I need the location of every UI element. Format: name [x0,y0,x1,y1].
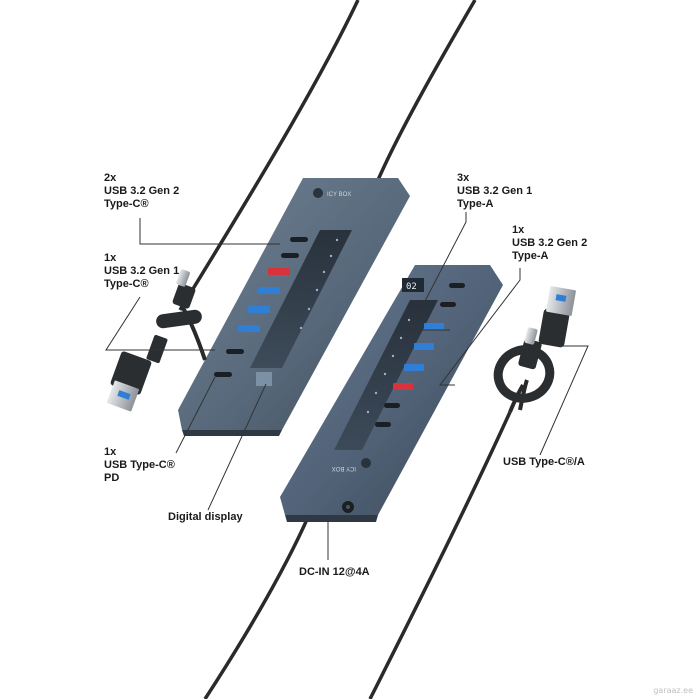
brand-text-right: ICY BOX [332,465,356,471]
digital-display-right [402,278,424,292]
callout-line2: Type-C® [104,278,149,290]
port-usba-red [268,268,290,275]
digital-display-left [256,372,272,386]
port-right-usbc-4 [375,422,391,427]
callout-count: 1x [104,446,117,458]
callout-count: 1x [104,252,117,264]
callout-usb-c-a-cable: USB Type-C®/A [503,456,585,469]
port-right-usbc-2 [440,302,456,307]
port-right-usba-blue-3 [404,364,424,371]
callout-count: 1x [512,224,525,236]
brand-text-left: ICY BOX [327,192,351,198]
callout-usba-gen2: 1x USB 3.2 Gen 2 Type-A [512,224,587,263]
port-usbc-3 [226,349,244,354]
port-usba-blue-2 [248,306,270,313]
brand-logo-left [313,188,323,198]
watermark: garaaz.ee [653,686,693,695]
callout-usba-gen1: 3x USB 3.2 Gen 1 Type-A [457,172,532,211]
port-right-usba-blue-1 [424,323,444,330]
callout-line1: USB Type-C® [104,459,175,471]
port-right-usbc-1 [449,283,465,288]
callout-line1: USB 3.2 Gen 2 [104,185,180,197]
callout-line2: Type-A [512,250,549,262]
port-right-usba-blue-2 [414,343,434,350]
port-right-usba-red [393,383,413,390]
callout-line2: Type-C® [104,198,149,210]
callout-line1: USB 3.2 Gen 1 [457,185,533,197]
callout-line2: PD [104,472,120,484]
callout-text: USB Type-C®/A [503,456,585,468]
callout-usbc-pd: 1x USB Type-C® PD [104,446,175,485]
callout-line1: USB 3.2 Gen 2 [512,237,588,249]
callout-text: Digital display [168,511,243,523]
port-usbc-2 [281,253,299,258]
power-cables [203,411,512,699]
display-reading: 02 [406,282,417,292]
top-cables [178,0,477,311]
hub-left: ICY BOX [178,178,410,436]
hub-right: 02 ICY BOX [280,265,503,522]
callout-text: DC-IN 12@4A [299,566,370,578]
port-usbc-pd [214,372,232,377]
callout-usbc-gen1: 1x USB 3.2 Gen 1 Type-C® [104,252,179,291]
left-adapter [106,269,207,412]
right-adapter [493,286,576,413]
leader-lines [105,212,589,560]
callout-digital-display: Digital display [168,511,243,524]
callout-line2: Type-A [457,198,494,210]
port-right-usbc-3 [384,403,400,408]
port-usba-blue-3 [238,325,260,332]
port-usba-blue-1 [258,287,280,294]
callout-line1: USB 3.2 Gen 1 [104,265,180,277]
brand-logo-right [361,458,371,468]
port-usbc-1 [290,237,308,242]
callout-dc-in: DC-IN 12@4A [299,566,370,579]
callout-usbc-gen2: 2x USB 3.2 Gen 2 Type-C® [104,172,179,211]
callout-count: 3x [457,172,470,184]
callout-count: 2x [104,172,117,184]
